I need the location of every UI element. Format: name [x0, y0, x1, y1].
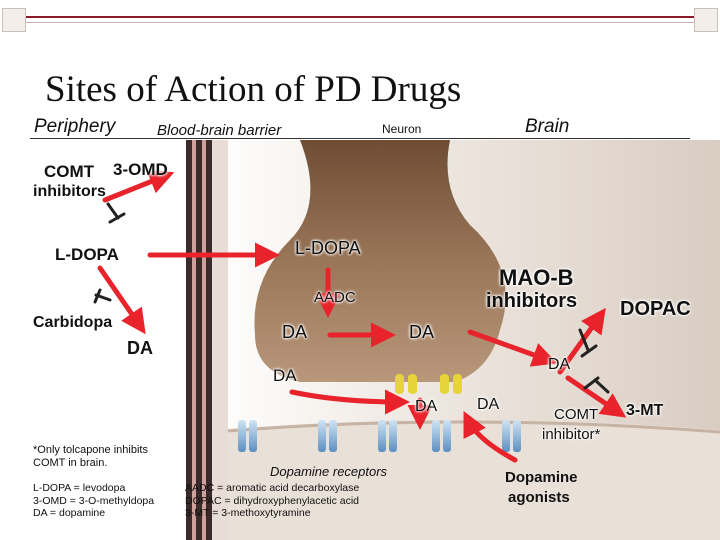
label-3-mt: 3-MT — [626, 402, 664, 419]
label-carbidopa: Carbidopa — [33, 314, 113, 331]
abbr-3-omd: 3-OMD = 3-O-methyldopa — [33, 494, 155, 507]
label-da-synapse-2: DA — [477, 396, 500, 413]
label-comt-inhibitor: inhibitor* — [542, 426, 601, 443]
label-da-neuron-1: DA — [282, 322, 308, 342]
label-comt-inhibitors: inhibitors — [33, 183, 106, 200]
frame-corner-right — [694, 8, 718, 32]
abbreviations-right: AADC = aromatic acid decarboxylase DOPAC… — [185, 482, 359, 520]
label-da-release: DA — [273, 366, 297, 385]
label-comt: COMT — [44, 162, 95, 181]
dopamine-receptors-shapes — [238, 420, 521, 452]
presynaptic-neuron — [254, 140, 506, 382]
label-l-dopa-periphery: L-DOPA — [55, 245, 119, 264]
page-title: Sites of Action of PD Drugs — [45, 69, 462, 110]
frame-corner-left — [2, 8, 26, 32]
label-da-brain: DA — [548, 356, 571, 373]
abbr-dopamine: DA = dopamine — [33, 507, 106, 519]
abbr-3-mt: 3-MT = 3-methoxytyramine — [185, 507, 311, 519]
note-tolcapone-line2: COMT in brain. — [33, 457, 108, 469]
label-aadc: AADC — [314, 289, 356, 306]
slide-frame — [0, 0, 720, 40]
label-dopamine: Dopamine — [505, 469, 578, 486]
note-tolcapone-line1: *Only tolcapone inhibits — [33, 444, 148, 456]
label-comt-brain: COMT — [554, 406, 599, 423]
label-dopac: DOPAC — [620, 298, 691, 320]
label-mao-b: MAO-B — [499, 265, 574, 290]
blood-vessel — [186, 140, 212, 540]
label-dopamine-receptors: Dopamine receptors — [270, 464, 388, 479]
header-rule — [30, 138, 690, 139]
abbr-aadc: AADC = aromatic acid decarboxylase — [185, 482, 360, 494]
header-neuron: Neuron — [382, 122, 422, 136]
label-mao-b-inhibitors: inhibitors — [486, 290, 578, 312]
header-blood-brain-barrier: Blood-brain barrier — [157, 122, 282, 139]
frame-line-thin — [26, 22, 694, 23]
label-l-dopa-neuron: L-DOPA — [295, 238, 361, 258]
header-brain: Brain — [525, 116, 570, 137]
label-3-omd: 3-OMD — [113, 160, 168, 179]
label-da-neuron-2: DA — [409, 322, 435, 342]
label-da-periphery: DA — [127, 338, 153, 358]
note-tolcapone: *Only tolcapone inhibits COMT in brain. — [33, 444, 148, 470]
transporters — [395, 374, 462, 394]
label-dopamine-agonists: agonists — [508, 489, 570, 506]
postsynaptic-membrane — [215, 420, 720, 540]
frame-line — [26, 16, 694, 18]
abbr-dopac: DOPAC = dihydroxyphenylacetic acid — [185, 494, 360, 507]
abbreviations-left: L-DOPA = levodopa 3-OMD = 3-O-methyldopa… — [33, 482, 154, 520]
abbr-levodopa: L-DOPA = levodopa — [33, 482, 126, 494]
header-periphery: Periphery — [34, 116, 116, 137]
label-da-synapse-1: DA — [415, 398, 438, 415]
